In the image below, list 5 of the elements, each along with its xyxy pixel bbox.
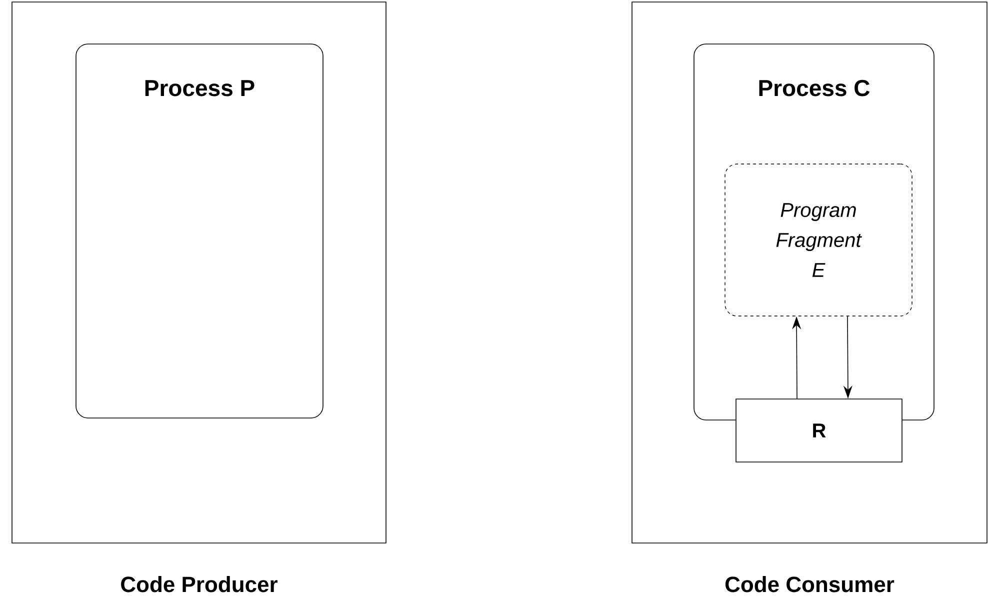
- node-label: Code Producer: [121, 576, 278, 592]
- node-label: Code Consumer: [725, 576, 894, 592]
- process-box: Process P: [76, 44, 324, 418]
- fragment-box: Program Fragment E: [724, 164, 912, 316]
- component-box: R: [736, 398, 902, 462]
